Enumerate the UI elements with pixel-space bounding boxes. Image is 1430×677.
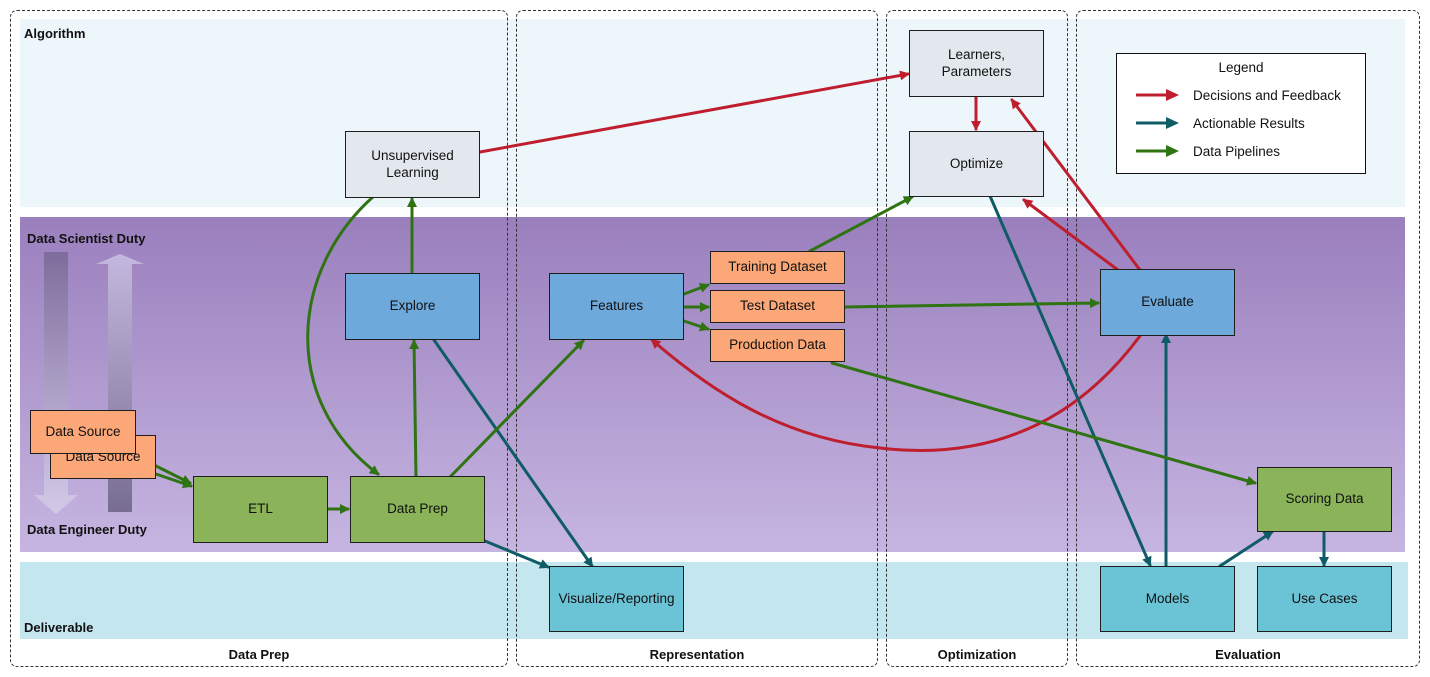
evaluate-to-features-arrow [650,334,1142,452]
visualize-reporting-node[interactable]: Visualize/Reporting [549,566,684,632]
training-to-optimize-arrow [808,195,914,253]
models-to-scoring-arrow [1218,530,1274,568]
features-node[interactable]: Features [549,273,684,340]
data-prep-column-label: Data Prep [228,647,290,662]
unsupervised-to-dataprep-arrow [306,194,380,476]
dataprep-to-visualize-arrow [483,539,550,569]
unsupervised-learning-node[interactable]: Unsupervised Learning [345,131,480,198]
teal-arrow-icon [1136,117,1179,129]
source-to-etl-arrow-2 [154,472,193,489]
red-arrow-icon [1136,89,1179,101]
representation-column-label: Representation [649,647,745,662]
legend: Legend Decisions and Feedback Actionable… [1116,53,1366,174]
legend-label: Decisions and Feedback [1193,87,1341,103]
explore-to-visualize-arrow [432,338,594,568]
legend-item-pipelines: Data Pipelines [1134,141,1280,161]
data-prep-node[interactable]: Data Prep [350,476,485,543]
legend-label: Actionable Results [1193,115,1305,131]
evaluate-to-optimize-arrow [1022,198,1120,272]
evaluate-to-learners-arrow [1010,98,1142,272]
optimization-column-label: Optimization [937,647,1017,662]
use-cases-node[interactable]: Use Cases [1257,566,1392,632]
legend-label: Data Pipelines [1193,143,1281,159]
data-engineer-band-label: Data Engineer Duty [27,522,147,537]
data-scientist-band-label: Data Scientist Duty [27,231,146,246]
evaluate-node[interactable]: Evaluate [1100,269,1235,336]
legend-title: Legend [1218,60,1264,75]
features-to-production-arrow [682,319,710,332]
learners-parameters-node[interactable]: Learners, Parameters [909,30,1044,97]
test-to-evaluate-arrow [843,298,1100,309]
explore-node[interactable]: Explore [345,273,480,340]
deliverable-band-label: Deliverable [24,620,94,635]
green-arrow-icon [1136,145,1179,157]
dataprep-to-features-arrow [448,339,585,479]
optimize-node[interactable]: Optimize [909,131,1044,197]
scoring-data-node[interactable]: Scoring Data [1257,467,1392,532]
etl-node[interactable]: ETL [193,476,328,543]
production-to-scoring-arrow [830,361,1257,486]
test-dataset-node[interactable]: Test Dataset [710,290,845,323]
training-dataset-node[interactable]: Training Dataset [710,251,845,284]
legend-item-decisions: Decisions and Feedback [1134,85,1341,105]
models-node[interactable]: Models [1100,566,1235,632]
unsupervised-to-learners-arrow [478,70,910,154]
dataprep-to-explore-arrow [409,339,420,479]
data-prep-column [10,10,508,667]
representation-column [516,10,878,667]
features-to-training-arrow [682,283,710,296]
evaluation-column-label: Evaluation [1215,647,1281,662]
optimization-column [886,10,1068,667]
optimize-to-models-arrow [988,194,1152,567]
data-source-front-node[interactable]: Data Source [30,410,136,454]
production-data-node[interactable]: Production Data [710,329,845,362]
algorithm-band-label: Algorithm [24,26,86,41]
legend-item-actionable: Actionable Results [1134,113,1305,133]
evaluation-column [1076,10,1420,667]
